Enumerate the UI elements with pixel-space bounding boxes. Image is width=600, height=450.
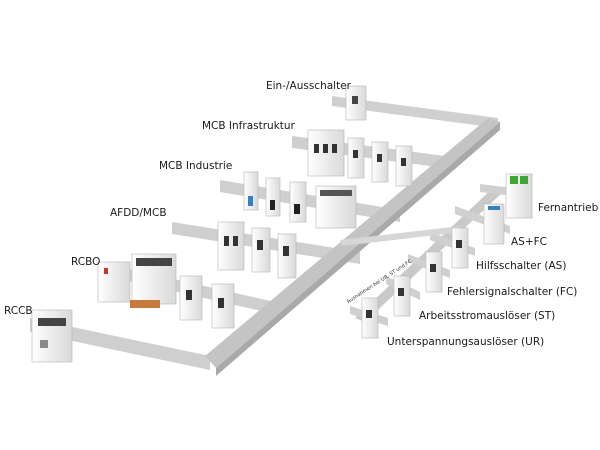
device-ein-aus <box>345 85 367 121</box>
device-fc <box>425 251 443 293</box>
label-fehlersignalschalter: Fehlersignalschalter (FC) <box>447 286 578 298</box>
label-arbeitsstromausloeser: Arbeitsstromauslöser (ST) <box>419 310 556 322</box>
label-afdd-mcb: AFDD/MCB <box>110 207 167 219</box>
device-fernantrieb <box>505 173 533 219</box>
device-as-fc <box>483 203 505 245</box>
device-mcb-infra-group <box>307 129 413 187</box>
rail-spine-side <box>216 122 500 376</box>
label-mcb-industrie: MCB Industrie <box>159 160 233 172</box>
device-rccb <box>31 309 73 363</box>
rail-ein-aus <box>332 96 498 128</box>
label-unterspannungsausloeser: Unterspannungsauslöser (UR) <box>387 336 545 348</box>
device-as <box>451 227 469 269</box>
device-afdd-group <box>217 221 297 279</box>
device-rcbo-group <box>97 253 235 329</box>
device-mcb-industrie-group <box>243 171 357 229</box>
label-fernantrieb: Fernantrieb <box>538 202 599 214</box>
label-as-fc: AS+FC <box>511 236 548 248</box>
device-ur <box>361 297 379 339</box>
devices <box>31 85 533 363</box>
rail-rccb <box>30 318 210 370</box>
label-ein-aus: Ein-/Ausschalter <box>266 80 351 92</box>
label-mcb-infra: MCB Infrastruktur <box>202 120 295 132</box>
device-st <box>393 275 411 317</box>
rail-cross <box>340 226 462 246</box>
label-hilfsschalter: Hilfsschalter (AS) <box>476 260 567 272</box>
label-rcbo: RCBO <box>71 256 101 268</box>
label-rccb: RCCB <box>4 305 33 317</box>
